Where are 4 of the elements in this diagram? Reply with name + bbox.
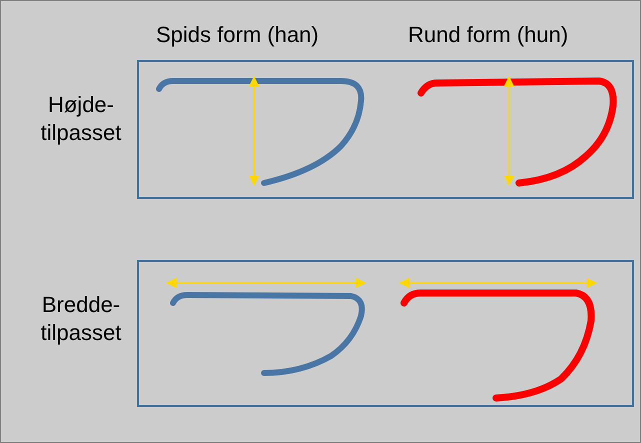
column-heading: Spids form (han) — [156, 21, 319, 49]
row-label: Bredde- tilpasset — [40, 291, 122, 347]
column-heading: Rund form (hun) — [408, 21, 568, 49]
row-label: Højde- tilpasset — [40, 91, 122, 147]
